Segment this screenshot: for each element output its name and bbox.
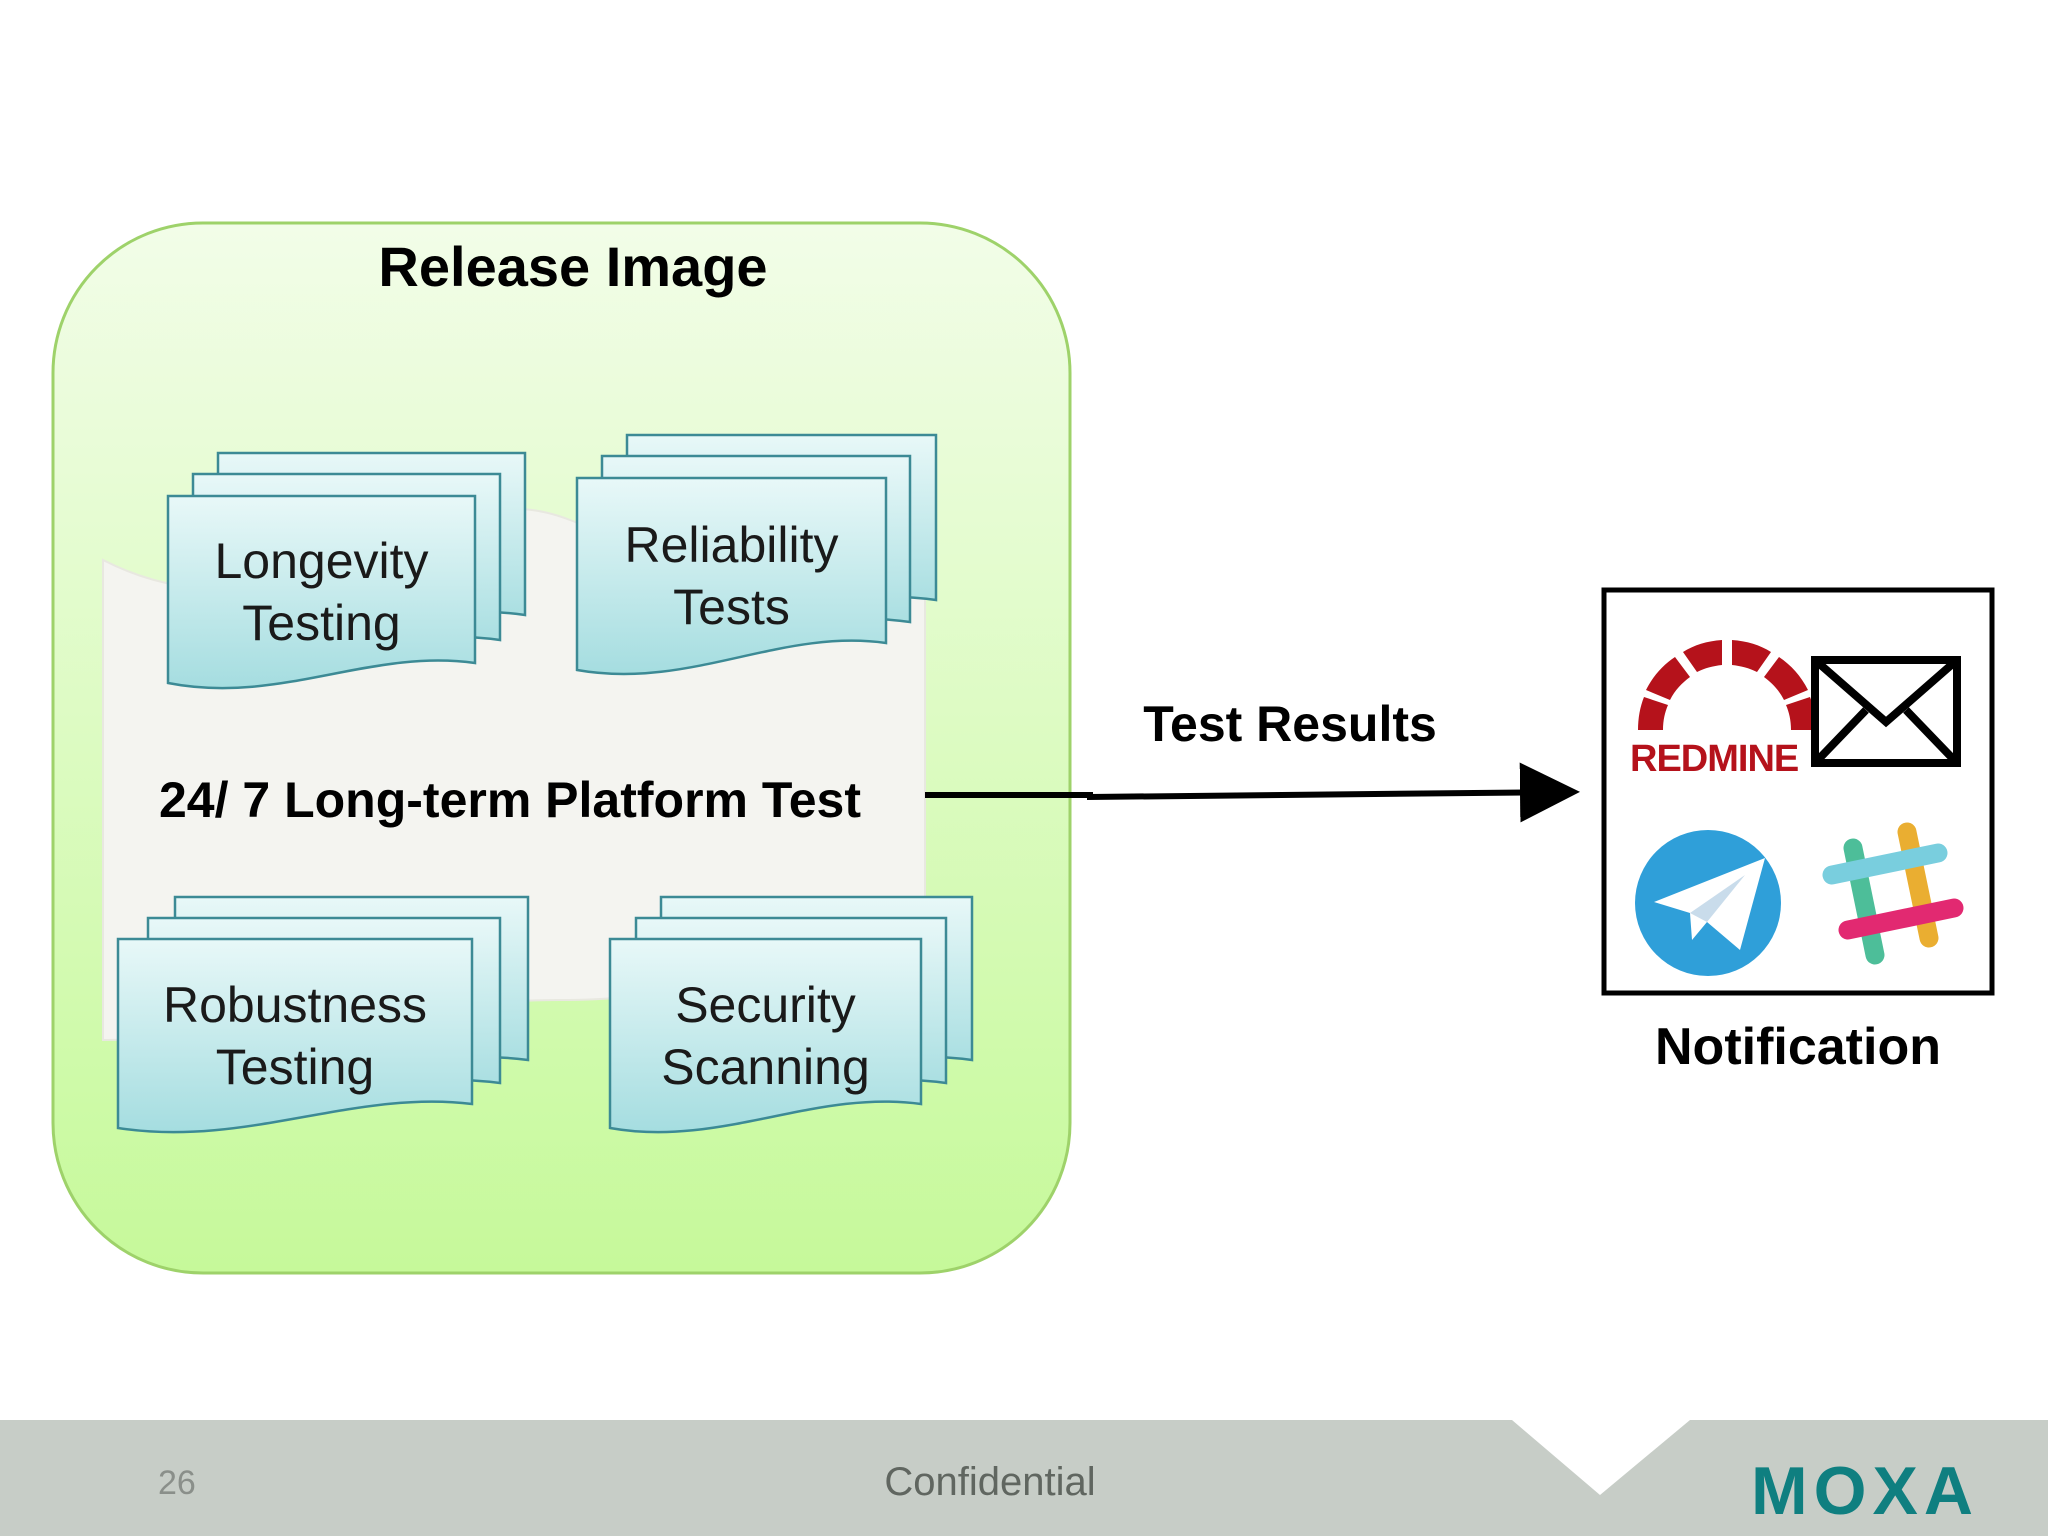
release-image-title: Release Image <box>378 235 768 298</box>
telegram-icon <box>1635 830 1781 976</box>
footer-band <box>0 1420 2048 1536</box>
doc-label-reliability: Reliability Tests <box>624 517 839 635</box>
doc-stack-robustness <box>116 895 530 1134</box>
moxa-logo: MOXA <box>1751 1453 1979 1529</box>
redmine-wordmark: REDMINE <box>1630 738 1799 780</box>
doc-stack-reliability <box>575 433 938 676</box>
test-results-arrow <box>925 762 1580 823</box>
doc-label-longevity: Longevity Testing <box>214 533 429 651</box>
doc-label-robustness: Robustness Testing <box>162 977 428 1095</box>
doc-label-security: Security Scanning <box>661 977 870 1095</box>
platform-test-label: 24/ 7 Long-term Platform Test <box>159 772 861 828</box>
page-number: 26 <box>158 1464 196 1502</box>
arrow-label-test-results: Test Results <box>1143 696 1437 752</box>
confidential-label: Confidential <box>884 1460 1096 1504</box>
doc-stack-security <box>608 895 974 1134</box>
mail-icon <box>1811 656 1961 767</box>
notification-label: Notification <box>1655 1018 1941 1076</box>
slack-icon <box>1822 822 1964 965</box>
doc-stack-longevity <box>166 451 527 690</box>
redmine-logo-icon <box>1638 640 1816 730</box>
